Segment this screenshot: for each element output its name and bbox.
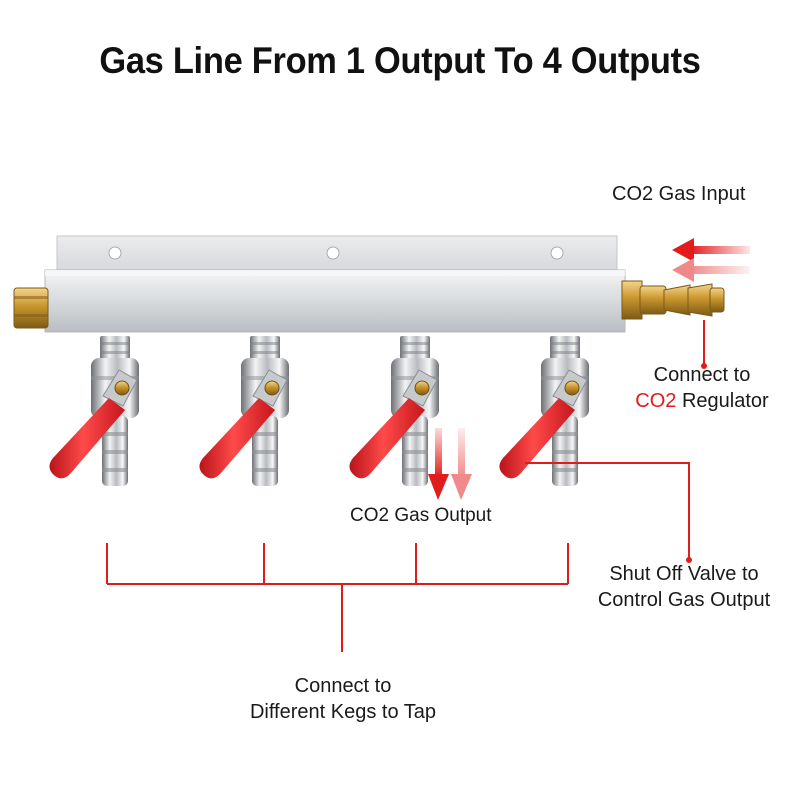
kegs-label: Connect to Different Kegs to Tap <box>212 673 474 725</box>
mount-hole-icon <box>108 246 122 260</box>
kegs-label-line2: Different Kegs to Tap <box>249 701 437 723</box>
shutoff-label: Shut Off Valve to Control Gas Output <box>578 561 790 613</box>
gas-input-label: CO2 Gas Input <box>612 183 746 205</box>
brass-plug <box>13 287 49 329</box>
shutoff-callout-line <box>525 462 690 560</box>
output-arrow-icon <box>428 428 472 500</box>
regulator-label-rest: Regulator <box>676 390 769 412</box>
shutoff-label-line2: Control Gas Output <box>597 589 771 611</box>
shutoff-label-line1: Shut Off Valve to <box>609 563 759 585</box>
regulator-label: Connect to CO2 Regulator <box>622 362 782 414</box>
regulator-label-line1: Connect to <box>653 364 751 386</box>
manifold-bar <box>44 269 626 333</box>
page-title: Gas Line From 1 Output To 4 Outputs <box>99 40 701 81</box>
regulator-label-line2: CO2 Regulator <box>622 388 782 414</box>
gas-output-label: CO2 Gas Output <box>350 505 492 526</box>
valve-2 <box>198 335 290 487</box>
kegs-label-line1: Connect to <box>294 675 392 697</box>
kegs-bracket <box>106 543 569 652</box>
input-arrow-icon <box>672 238 750 282</box>
brass-input-barb <box>621 280 725 320</box>
valve-1 <box>48 335 140 487</box>
mount-hole-icon <box>326 246 340 260</box>
valve-3 <box>348 335 440 487</box>
co2-highlight: CO2 <box>635 390 677 412</box>
mount-hole-icon <box>550 246 564 260</box>
